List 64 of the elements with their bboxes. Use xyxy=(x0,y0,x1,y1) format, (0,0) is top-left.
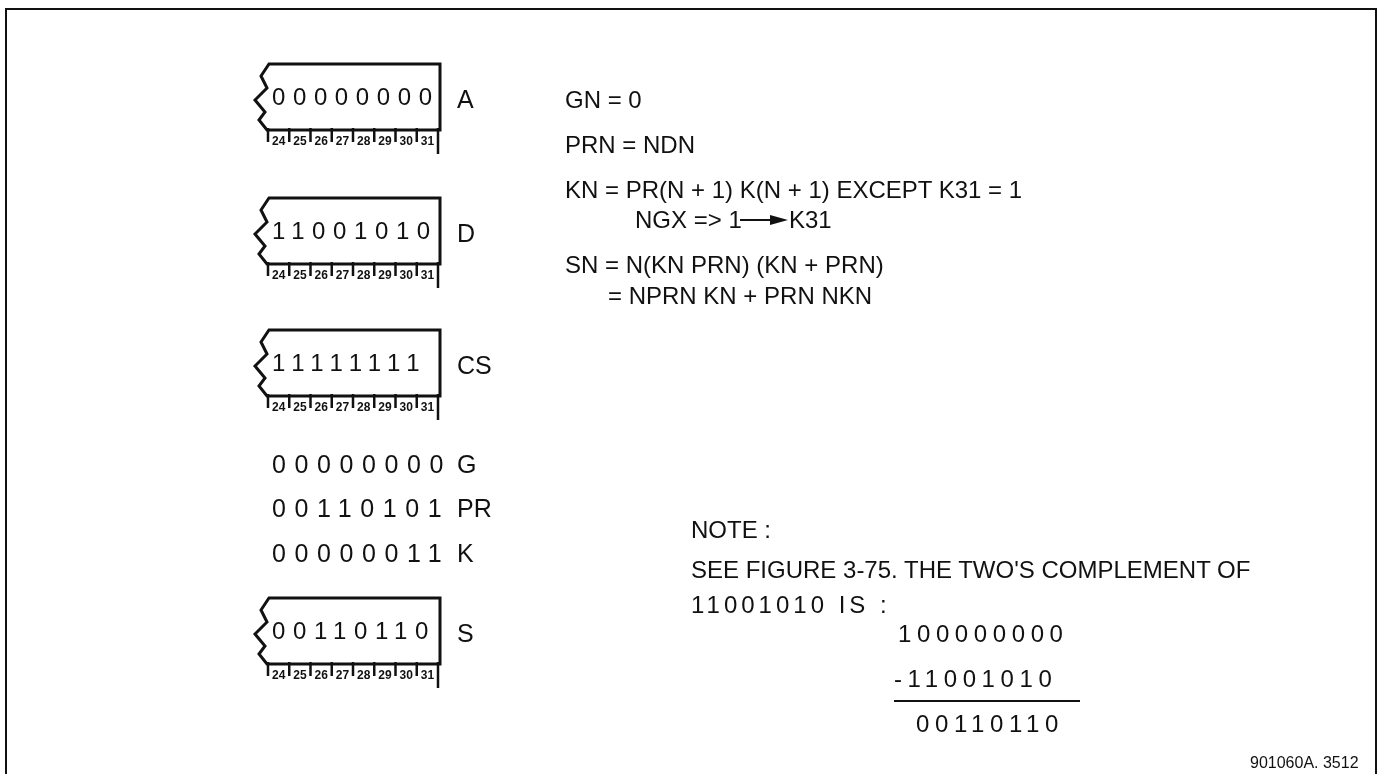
bit-number: 30 xyxy=(399,134,413,148)
equation-text: = NPRN KN + PRN NKN xyxy=(608,282,873,310)
bit-number: 26 xyxy=(314,268,328,282)
bit-number: 25 xyxy=(293,668,307,682)
bit-number: 31 xyxy=(420,400,435,414)
equation-text: PRN = NDN xyxy=(565,131,696,159)
bit-number: 28 xyxy=(357,134,371,148)
bit-number: 26 xyxy=(314,134,328,148)
register-value: 00110110 xyxy=(272,617,437,645)
bit-number: 29 xyxy=(378,134,392,148)
bit-number: 27 xyxy=(335,668,350,682)
bit-number: 29 xyxy=(378,400,392,414)
register-box xyxy=(253,64,440,130)
register-value: 11001010 xyxy=(272,217,438,245)
register-value: 00000000 xyxy=(272,449,453,479)
register-value: 11111111 xyxy=(272,349,428,377)
bit-number: 24 xyxy=(272,668,286,682)
register-box xyxy=(253,330,440,396)
arithmetic-row: 100000000 xyxy=(898,620,1069,648)
bit-number: 30 xyxy=(399,668,413,682)
bit-number: 24 xyxy=(272,134,286,148)
note-text: 11001010 IS : xyxy=(691,591,891,619)
bit-number: 31 xyxy=(420,134,435,148)
register-value: 00000000 xyxy=(272,83,440,111)
register-name: K xyxy=(457,538,474,568)
equation-text: KN = PR(N + 1) K(N + 1) EXCEPT K31 = 1 xyxy=(565,176,1023,204)
bit-number: 26 xyxy=(314,400,328,414)
bit-number: 28 xyxy=(357,668,371,682)
bit-number: 24 xyxy=(272,268,286,282)
bit-number: 27 xyxy=(335,134,350,148)
equation-text: NGX => 1 xyxy=(635,206,742,234)
bit-number: 30 xyxy=(399,400,413,414)
note-text: NOTE : xyxy=(691,516,771,544)
register-box xyxy=(253,598,440,664)
equation-text: GN = 0 xyxy=(565,86,642,114)
equation-text: SN = N(KN PRN) (KN + PRN) xyxy=(565,251,884,279)
register-name: S xyxy=(457,618,474,648)
bit-number: 27 xyxy=(335,268,350,282)
bit-number: 28 xyxy=(357,400,371,414)
bit-number: 31 xyxy=(420,668,435,682)
register-name: A xyxy=(457,84,474,114)
bit-number: 30 xyxy=(399,268,413,282)
register-value: 00000011 xyxy=(272,538,451,568)
bit-number: 27 xyxy=(335,400,350,414)
arithmetic-row: 00110110 xyxy=(916,710,1065,738)
arithmetic-row: -11001010 xyxy=(894,665,1058,693)
register-name: D xyxy=(457,218,476,248)
bit-number: 25 xyxy=(293,134,307,148)
register-name: PR xyxy=(457,493,492,523)
register-name: G xyxy=(457,449,477,479)
bit-number: 24 xyxy=(272,400,286,414)
register-box xyxy=(253,198,440,264)
bit-number: 29 xyxy=(378,668,392,682)
bit-number: 28 xyxy=(357,268,371,282)
bit-number: 25 xyxy=(293,268,307,282)
register-value: 00110101 xyxy=(272,493,451,523)
note-text: SEE FIGURE 3-75. THE TWO'S COMPLEMENT OF xyxy=(691,556,1251,584)
figure-number: 901060A. 3512 xyxy=(1250,754,1359,772)
equation-text: K31 xyxy=(789,206,832,234)
bit-number: 26 xyxy=(314,668,328,682)
bit-number: 31 xyxy=(420,268,435,282)
bit-number: 25 xyxy=(293,400,307,414)
register-name: CS xyxy=(457,350,492,380)
bit-number: 29 xyxy=(378,268,392,282)
